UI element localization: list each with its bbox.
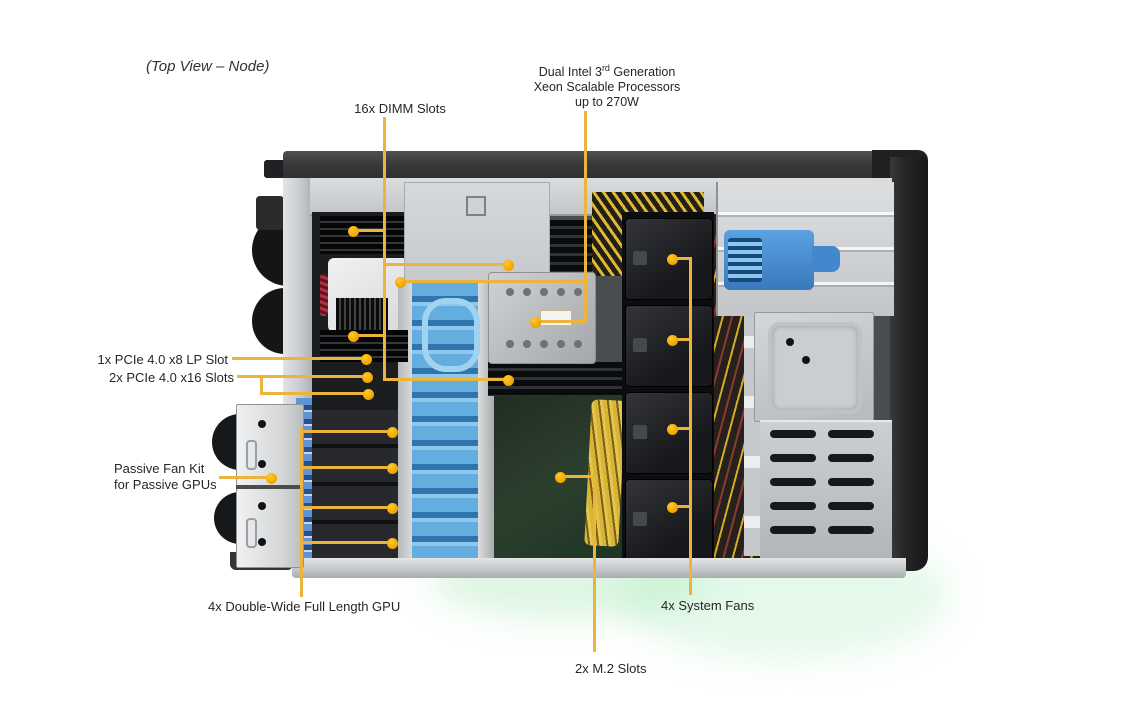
chassis-latch	[256, 196, 284, 230]
mounting-box-indent	[768, 322, 862, 414]
callout-dot-gpu	[387, 538, 398, 549]
power-cables-red	[320, 274, 328, 316]
label-passive-fan-line1: Passive Fan Kit	[114, 461, 205, 476]
callout-line-pcie-x16	[260, 392, 370, 395]
chassis-right-side	[890, 157, 928, 571]
callout-dot-pcie-x16	[362, 372, 373, 383]
callout-line-fans	[689, 257, 692, 595]
callout-line-gpu	[300, 428, 303, 597]
screw-hole	[258, 420, 266, 428]
screw-hole	[802, 356, 810, 364]
callout-line-cpu	[584, 111, 587, 323]
callout-line-dimm	[383, 117, 386, 381]
callout-dot-gpu	[387, 463, 398, 474]
callout-line-cpu	[400, 280, 586, 283]
system-fan	[625, 305, 713, 387]
callout-line-pcie-x16	[237, 375, 369, 378]
callout-line-fans	[673, 505, 691, 508]
callout-line-gpu	[302, 541, 394, 544]
chassis-top-rim	[283, 151, 909, 180]
fan-connector	[633, 338, 647, 352]
label-cpu-line1: Dual Intel 3rd Generation	[538, 63, 676, 80]
screw-hole	[258, 460, 266, 468]
vent-slot	[770, 478, 816, 486]
callout-dot-cpu	[395, 277, 406, 288]
label-system-fans: 4x System Fans	[661, 598, 755, 613]
callout-dot-dimm	[348, 331, 359, 342]
caption-top-view: (Top View – Node)	[146, 58, 270, 75]
heatsink-sticker	[540, 310, 572, 326]
callout-line-m2	[593, 475, 596, 652]
fan-kit-divider	[236, 485, 302, 489]
system-fan	[625, 479, 713, 561]
vent-slot	[770, 502, 816, 510]
callout-dot-fans	[667, 502, 678, 513]
callout-line-fans	[673, 338, 691, 341]
callout-line-cpu	[535, 320, 586, 323]
callout-line-fans	[673, 257, 691, 260]
chassis-latch	[264, 160, 288, 178]
callout-dot-passive-fan	[266, 473, 277, 484]
vent-slot	[828, 502, 874, 510]
callout-line-m2	[560, 475, 596, 478]
heatsink-holes-row	[506, 288, 514, 296]
label-gpu: 4x Double-Wide Full Length GPU	[208, 599, 401, 614]
callout-line-pcie-x16	[260, 375, 263, 395]
callout-line-dimm	[353, 334, 385, 337]
callout-line-gpu	[302, 506, 394, 509]
fan-kit-slot	[246, 518, 257, 548]
vent-slot	[770, 526, 816, 534]
callout-dot-dimm	[503, 375, 514, 386]
vent-slot	[828, 526, 874, 534]
label-m2-slots: 2x M.2 Slots	[575, 661, 647, 676]
screw-hole	[258, 502, 266, 510]
fan-connector	[633, 512, 647, 526]
callout-line-gpu	[302, 466, 394, 469]
callout-dot-gpu	[387, 503, 398, 514]
callout-line-fans	[673, 427, 691, 430]
callout-line-dimm	[353, 229, 385, 232]
callout-line-passive-fan	[219, 476, 273, 479]
callout-dot-pcie-x8	[361, 354, 372, 365]
label-cpu-line2: Xeon Scalable Processors	[533, 80, 681, 95]
callout-line-pcie-x8	[232, 357, 368, 360]
callout-line-gpu	[302, 430, 394, 433]
callout-line-dimm	[385, 263, 508, 266]
callout-dot-cpu	[530, 317, 541, 328]
vent-slot	[828, 478, 874, 486]
label-pcie-x8: 1x PCIe 4.0 x8 LP Slot	[97, 352, 228, 367]
tray-screw-hole	[466, 196, 486, 216]
callout-dot-dimm	[348, 226, 359, 237]
callout-dot-m2	[555, 472, 566, 483]
callout-dot-fans	[667, 335, 678, 346]
callout-dot-pcie-x16	[363, 389, 374, 400]
blue-latch-teeth	[728, 238, 762, 282]
vent-slot	[770, 454, 816, 462]
blue-latch-tab	[812, 246, 840, 272]
chassis-bottom-rim	[292, 558, 906, 578]
vent-slot	[828, 454, 874, 462]
screw-hole	[258, 538, 266, 546]
callout-dot-fans	[667, 424, 678, 435]
dimm-bank-left-top	[320, 216, 408, 254]
fan-kit-slot	[246, 440, 257, 470]
screw-hole	[786, 338, 794, 346]
callout-dot-gpu	[387, 427, 398, 438]
label-passive-fan-kit: Passive Fan Kit for Passive GPUs	[114, 461, 217, 493]
callout-line-dimm	[385, 378, 508, 381]
vent-slot	[828, 430, 874, 438]
fan-connector	[633, 425, 647, 439]
callout-dot-fans	[667, 254, 678, 265]
vent-slot	[770, 430, 816, 438]
label-cpu: Dual Intel 3rd Generation Xeon Scalable …	[515, 61, 699, 110]
label-passive-fan-line2: for Passive GPUs	[114, 477, 217, 492]
label-dimm-slots: 16x DIMM Slots	[354, 101, 446, 116]
callout-dot-dimm	[503, 260, 514, 271]
heatsink-holes-row	[506, 340, 514, 348]
fan-connector	[633, 251, 647, 265]
vented-panel	[760, 420, 892, 564]
label-cpu-line3: up to 270W	[575, 95, 639, 110]
label-pcie-x16: 2x PCIe 4.0 x16 Slots	[108, 370, 234, 385]
shroud-handle	[422, 298, 480, 372]
